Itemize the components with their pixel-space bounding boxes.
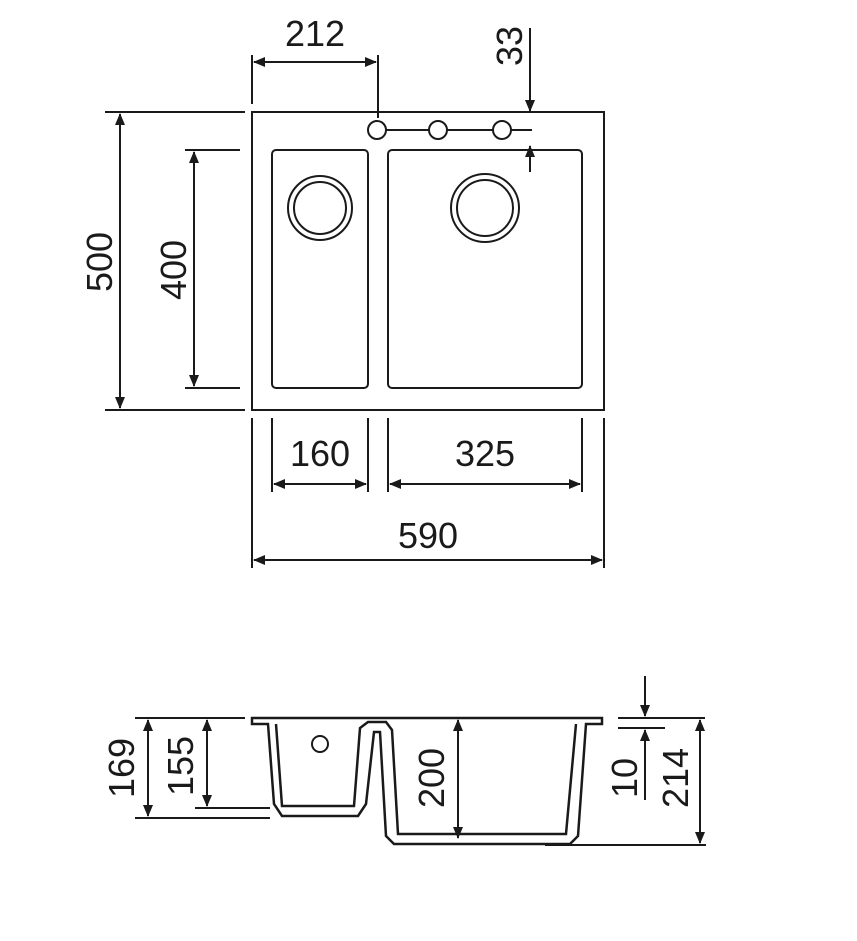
dim-33: 33 — [489, 26, 530, 66]
dim-155: 155 — [160, 736, 201, 796]
dim-160: 160 — [290, 433, 350, 474]
dim-400: 400 — [153, 240, 194, 300]
tap-hole — [492, 120, 512, 140]
dim-169: 169 — [101, 738, 142, 798]
tap-hole — [367, 120, 387, 140]
dim-200: 200 — [411, 748, 452, 808]
small-bowl — [271, 149, 369, 389]
top-view: 212 33 500 400 160 325 590 — [79, 13, 605, 568]
dim-10: 10 — [604, 758, 645, 798]
small-drain-icon — [287, 175, 353, 241]
large-drain-icon — [450, 173, 520, 243]
dim-590: 590 — [398, 515, 458, 556]
tap-hole — [428, 120, 448, 140]
dim-325: 325 — [455, 433, 515, 474]
side-view: 169 155 200 10 214 — [101, 676, 706, 846]
dim-212: 212 — [285, 13, 345, 54]
sink-outline — [251, 111, 605, 411]
large-bowl — [387, 149, 583, 389]
dim-214: 214 — [655, 748, 696, 808]
overflow-hole — [311, 735, 329, 753]
dim-500: 500 — [79, 232, 120, 292]
sink-profile — [250, 716, 604, 846]
